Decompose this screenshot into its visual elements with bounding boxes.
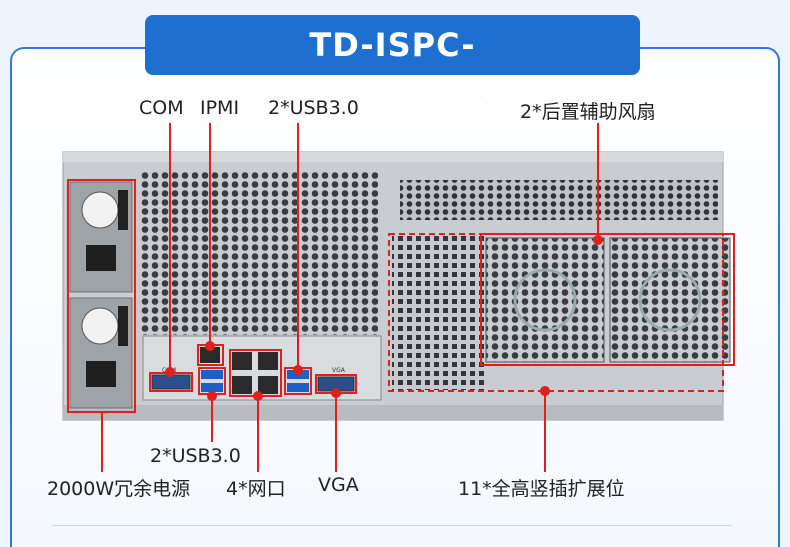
usb-port-a	[201, 370, 223, 379]
vga-port-label: VGA	[332, 367, 346, 374]
com-port	[151, 374, 191, 390]
product-title: TD-ISPC-710GRV2(4104GS)	[145, 15, 640, 124]
divider	[52, 525, 732, 526]
usb-port-b	[201, 383, 223, 392]
ipmi-port	[200, 347, 220, 363]
label-rear-fans: 2*后置辅助风扇	[520, 101, 656, 123]
label-psu: 2000W冗余电源	[47, 478, 191, 500]
label-lan: 4*网口	[226, 478, 286, 500]
fans-highlight	[480, 233, 735, 366]
rear-fan-1	[485, 237, 605, 363]
lan-port-3	[232, 376, 252, 394]
label-usb-bottom: 2*USB3.0	[150, 445, 241, 467]
lan-port-1	[232, 352, 252, 370]
label-ipmi: IPMI	[200, 97, 240, 119]
label-slots: 11*全高竖插扩展位	[458, 478, 625, 500]
label-vga: VGA	[318, 474, 359, 496]
label-com: COM	[139, 97, 184, 119]
slots-highlight	[388, 233, 724, 392]
rear-fan-2	[609, 237, 731, 363]
label-usb-top: 2*USB3.0	[268, 97, 359, 119]
lan-port-4	[258, 376, 278, 394]
usb-port-d	[287, 383, 309, 392]
lan-port-2	[258, 352, 278, 370]
